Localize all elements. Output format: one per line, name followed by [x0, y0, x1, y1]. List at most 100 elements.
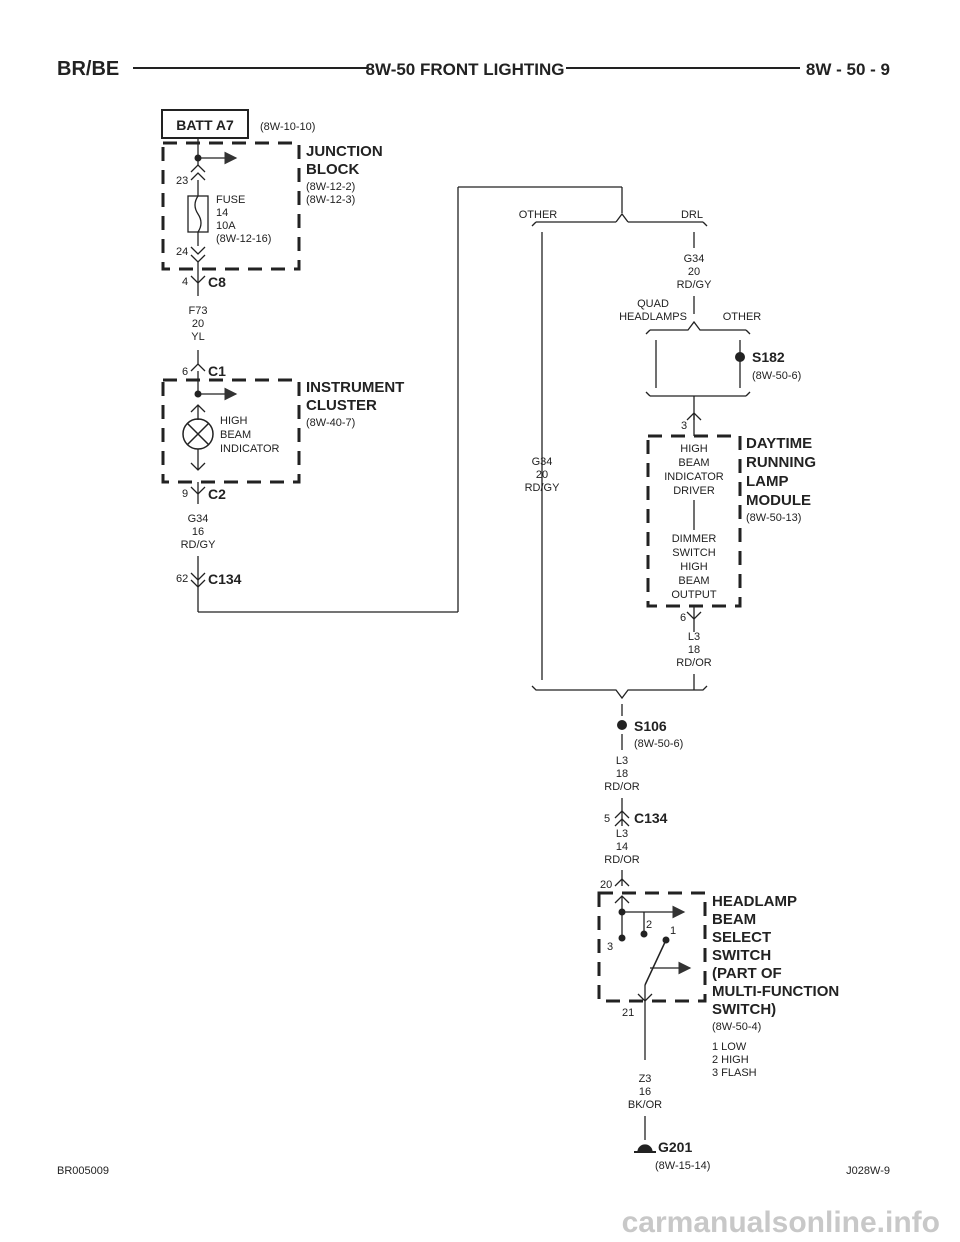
fuse-label-3: 10A [216, 220, 236, 232]
ic-ref: (8W-40-7) [306, 417, 355, 429]
fuse-label-4: (8W-12-16) [216, 233, 271, 245]
connector-c134-top [190, 556, 206, 612]
g34-20-left-gauge: 20 [536, 469, 548, 481]
g34-16-circuit: G34 [188, 513, 209, 525]
hs-title-1: HEADLAMP [712, 893, 797, 910]
l3-18b-color: RD/OR [604, 781, 640, 793]
c8-pin: 4 [182, 276, 188, 288]
batt-ref: (8W-10-10) [260, 121, 315, 133]
l3-18a-circuit: L3 [688, 631, 700, 643]
drl-title-2: RUNNING [746, 454, 816, 471]
split-other-drl [531, 212, 708, 680]
s182-label: S182 [752, 349, 785, 365]
ground-g201 [634, 1116, 656, 1153]
splice-s106-dot [617, 720, 627, 730]
c134-bottom-pin: 5 [604, 813, 610, 825]
hs-title-6: MULTI-FUNCTION [712, 983, 839, 1000]
drl-d4: DRIVER [673, 485, 715, 497]
page-header: BR/BE 8W-50 FRONT LIGHTING 8W - 50 - 9 [57, 58, 890, 80]
c1-pin: 6 [182, 366, 188, 378]
batt-a7-box: BATT A7 (8W-10-10) [161, 109, 315, 139]
hs-title-5: (PART OF [712, 965, 782, 982]
watermark: carmanualsonline.info [622, 1206, 940, 1239]
connector-c2 [190, 482, 206, 504]
drl-o1: DIMMER [672, 533, 717, 545]
f73-circuit: F73 [189, 305, 208, 317]
header-center: 8W-50 FRONT LIGHTING [366, 60, 565, 79]
drl-o4: BEAM [678, 575, 709, 587]
label-quad-2: HEADLAMPS [619, 311, 687, 323]
hs-pin-20: 20 [600, 879, 612, 891]
l3-18b-gauge: 18 [616, 768, 628, 780]
hs-pos-2: 2 [646, 919, 652, 931]
drl-d2: BEAM [678, 457, 709, 469]
c134-top-label: C134 [208, 571, 242, 587]
drl-d1: HIGH [680, 443, 708, 455]
jb-pin-24: 24 [176, 246, 188, 258]
label-other-top: OTHER [519, 209, 558, 221]
g34-20-left-circuit: G34 [532, 456, 553, 468]
hs-legend-1: 1 LOW [712, 1041, 747, 1053]
ic-ind-3: INDICATOR [220, 443, 280, 455]
label-other-right: OTHER [723, 311, 762, 323]
g34-main-run [198, 186, 623, 613]
hs-title-4: SWITCH [712, 947, 771, 964]
c2-pin: 9 [182, 488, 188, 500]
c8-label: C8 [208, 274, 226, 290]
hs-pin-21: 21 [622, 1007, 634, 1019]
ic-title-2: CLUSTER [306, 397, 377, 414]
drl-module [646, 434, 742, 632]
hs-title-7: SWITCH) [712, 1001, 776, 1018]
ic-title-1: INSTRUMENT [306, 379, 404, 396]
connector-c8 [190, 262, 206, 296]
s106-label: S106 [634, 718, 667, 734]
label-drl: DRL [681, 209, 703, 221]
g34-20-left-color: RD/GY [525, 482, 561, 494]
g201-label: G201 [658, 1139, 692, 1155]
hs-legend-3: 3 FLASH [712, 1067, 757, 1079]
c134-bottom-label: C134 [634, 810, 668, 826]
jb-ref-2: (8W-12-3) [306, 194, 355, 206]
g201-ref: (8W-15-14) [655, 1160, 710, 1172]
g34-20-right-gauge: 20 [688, 266, 700, 278]
l3-14-circuit: L3 [616, 828, 628, 840]
drl-pin-6: 6 [680, 612, 686, 624]
merge-s106 [531, 674, 708, 750]
f73-gauge: 20 [192, 318, 204, 330]
drl-title-1: DAYTIME [746, 435, 812, 452]
split-quad-other [645, 296, 751, 436]
header-left: BR/BE [57, 58, 119, 80]
z3-color: BK/OR [628, 1099, 662, 1111]
jb-title-2: BLOCK [306, 161, 359, 178]
ic-ind-2: BEAM [220, 429, 251, 441]
header-right: 8W - 50 - 9 [806, 60, 890, 79]
drl-title-3: LAMP [746, 473, 789, 490]
l3-18a-color: RD/OR [676, 657, 712, 669]
drl-pin-3: 3 [681, 420, 687, 432]
c134-top-pin: 62 [176, 573, 188, 585]
jb-ref-1: (8W-12-2) [306, 181, 355, 193]
footer-left: BR005009 [57, 1165, 109, 1177]
splice-s182-dot [735, 352, 745, 362]
c2-label: C2 [208, 486, 226, 502]
f73-color: YL [191, 331, 204, 343]
g34-16-gauge: 16 [192, 526, 204, 538]
g34-20-right-circuit: G34 [684, 253, 705, 265]
drl-d3: INDICATOR [664, 471, 724, 483]
hs-ref: (8W-50-4) [712, 1021, 761, 1033]
l3-18a-gauge: 18 [688, 644, 700, 656]
hs-legend-2: 2 HIGH [712, 1054, 749, 1066]
connector-c134-bottom [614, 798, 630, 827]
z3-gauge: 16 [639, 1086, 651, 1098]
s182-ref: (8W-50-6) [752, 370, 801, 382]
jb-title-1: JUNCTION [306, 143, 383, 160]
l3-14-color: RD/OR [604, 854, 640, 866]
g34-20-right-color: RD/GY [677, 279, 713, 291]
drl-ref: (8W-50-13) [746, 512, 801, 524]
drl-o3: HIGH [680, 561, 708, 573]
instrument-cluster [161, 371, 301, 484]
headlamp-switch [597, 870, 707, 1060]
drl-o5: OUTPUT [671, 589, 717, 601]
hs-title-3: SELECT [712, 929, 771, 946]
